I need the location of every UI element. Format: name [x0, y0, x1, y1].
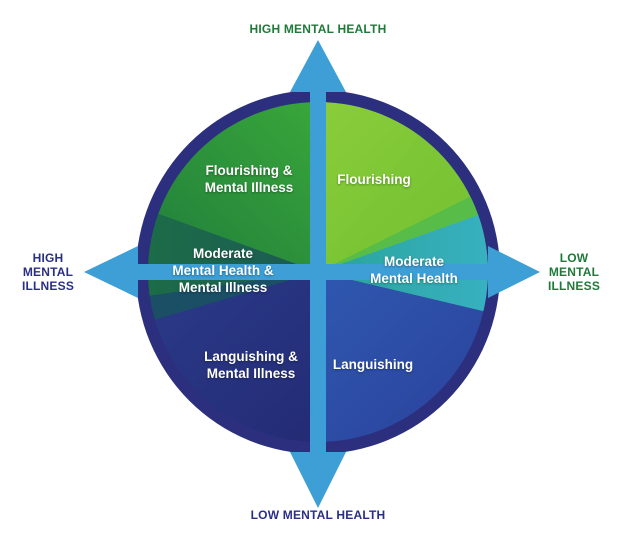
quadrant-label-languishing: Languishing — [332, 357, 414, 372]
axis-label-right: LOW MENTAL ILLNESS — [547, 251, 601, 293]
quadrant-label-moderate-mental-illness: Moderate Mental Health & Mental Illness — [172, 246, 274, 295]
quadrant-label-flourishing-mental-illness: Flourishing & Mental Illness — [204, 163, 294, 195]
wedge-moderate-mental-health — [318, 200, 488, 320]
quadrant-label-flourishing: Flourishing — [337, 172, 411, 187]
quadrant-label-languishing-mental-illness: Languishing & Mental Illness — [204, 349, 298, 381]
axis-label-bottom: LOW MENTAL HEALTH — [250, 508, 386, 522]
axis-label-top: HIGH MENTAL HEALTH — [249, 22, 387, 36]
quadrant-label-moderate-mental-health: Moderate Mental Health — [370, 254, 458, 286]
horizontal-axis-arrow — [84, 246, 540, 298]
wedge-moderate-mental-health-upper — [318, 172, 488, 272]
axis-label-left: HIGH MENTAL ILLNESS — [21, 251, 75, 293]
